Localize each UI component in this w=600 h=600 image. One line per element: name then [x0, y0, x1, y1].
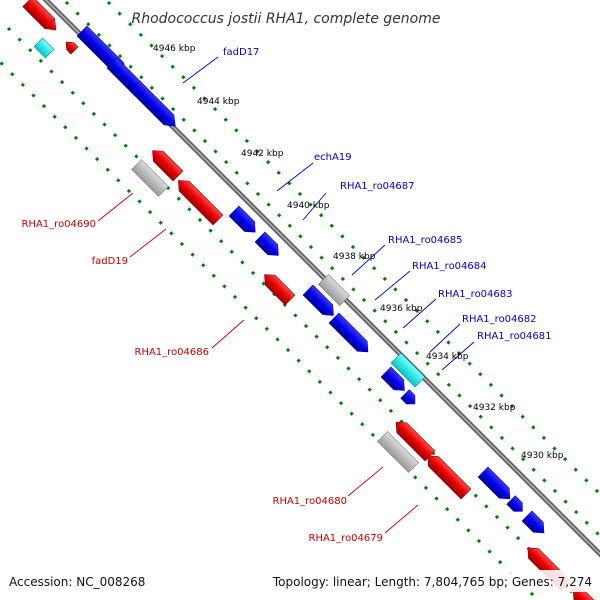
label-connectors — [97, 56, 475, 534]
gene-label-RHA1-ro04686[interactable]: RHA1_ro04686 — [135, 347, 210, 358]
gene-RHA1-ro04687-arrow[interactable] — [254, 231, 283, 260]
gene-label-fadD17[interactable]: fadD17 — [223, 47, 259, 58]
gene-arrow[interactable] — [506, 495, 527, 516]
forward-gene-labels: fadD17 echA19 RHA1_ro04687 RHA1_ro04685 … — [223, 47, 552, 342]
tick-label: 4934 kbp — [426, 352, 469, 362]
tick-label: 4940 kbp — [287, 201, 330, 211]
frame-line-forward-2 — [106, 0, 600, 497]
frame-line-reverse-2 — [0, 59, 540, 600]
gene-echA19-arrow[interactable] — [228, 205, 260, 237]
gene-RHA1-ro04686-arrow[interactable] — [260, 270, 296, 306]
footer-background — [265, 570, 600, 592]
tick-label: 4932 kbp — [473, 403, 516, 413]
gene-label-RHA1-ro04683[interactable]: RHA1_ro04683 — [438, 289, 513, 300]
gene-label-RHA1-ro04684[interactable]: RHA1_ro04684 — [412, 261, 487, 272]
gene-label-RHA1-ro04681[interactable]: RHA1_ro04681 — [477, 331, 552, 342]
gene-arrow[interactable] — [477, 466, 515, 504]
gene-label-echA19[interactable]: echA19 — [314, 152, 352, 163]
gene-label-RHA1-ro04690[interactable]: RHA1_ro04690 — [22, 219, 97, 230]
gene-pseudo-arrow[interactable] — [131, 159, 169, 197]
frame-line-forward-1 — [64, 0, 600, 539]
gene-pseudo-arrow[interactable] — [377, 431, 419, 473]
map-title: Rhodococcus jostii RHA1, complete genome — [131, 11, 440, 27]
gene-RHA1-ro04682-arrow[interactable] — [380, 366, 409, 395]
accession-text: Accession: NC_008268 — [9, 575, 145, 589]
pseudogenes — [131, 159, 419, 473]
position-ticks: 4946 kbp 4944 kbp 4942 kbp 4940 kbp 4938… — [153, 44, 564, 461]
gene-RHA1-ro04685-arrow[interactable] — [318, 274, 350, 306]
gene-arrow[interactable] — [400, 389, 419, 408]
tick-label: 4938 kbp — [333, 252, 376, 262]
gene-label-RHA1-ro04680[interactable]: RHA1_ro04680 — [273, 496, 348, 507]
gene-RHA1-ro04683-arrow[interactable] — [328, 312, 373, 357]
gene-RHA1-ro04679-arrow[interactable] — [423, 451, 472, 500]
gene-arrow[interactable] — [22, 0, 61, 35]
gene-arrow[interactable] — [568, 584, 600, 600]
forward-strand-genes — [76, 25, 549, 538]
gene-label-RHA1-ro04687[interactable]: RHA1_ro04687 — [340, 181, 415, 192]
rna-gene-arrow[interactable] — [33, 37, 55, 59]
gene-label-fadD19[interactable]: fadD19 — [92, 256, 128, 267]
tick-label: 4946 kbp — [153, 44, 196, 54]
gene-label-RHA1-ro04679[interactable]: RHA1_ro04679 — [309, 533, 384, 544]
gene-RHA1-ro04690-arrow[interactable] — [148, 146, 184, 182]
reverse-strand-genes — [22, 0, 600, 600]
genome-summary-text: Topology: linear; Length: 7,804,765 bp; … — [272, 575, 592, 589]
gene-RHA1-ro04684-arrow[interactable] — [302, 284, 338, 320]
gene-arrow[interactable] — [129, 80, 180, 131]
gene-label-RHA1-ro04685[interactable]: RHA1_ro04685 — [388, 235, 463, 246]
gene-label-RHA1-ro04682[interactable]: RHA1_ro04682 — [462, 314, 537, 325]
gene-RHA1-ro04681-arrow[interactable] — [390, 352, 426, 388]
gene-arrow[interactable] — [62, 38, 79, 55]
reverse-gene-labels: RHA1_ro04690 fadD19 RHA1_ro04686 RHA1_ro… — [22, 219, 384, 544]
gene-arrow[interactable] — [521, 510, 549, 538]
tick-label: 4942 kbp — [241, 149, 284, 159]
tick-label: 4930 kbp — [521, 451, 564, 461]
tick-label: 4944 kbp — [197, 97, 240, 107]
gene-RHA1-ro04680-arrow[interactable] — [391, 417, 436, 462]
rna-genes — [33, 37, 426, 388]
tick-label: 4936 kbp — [380, 304, 423, 314]
gene-fadD19-arrow[interactable] — [173, 175, 224, 226]
